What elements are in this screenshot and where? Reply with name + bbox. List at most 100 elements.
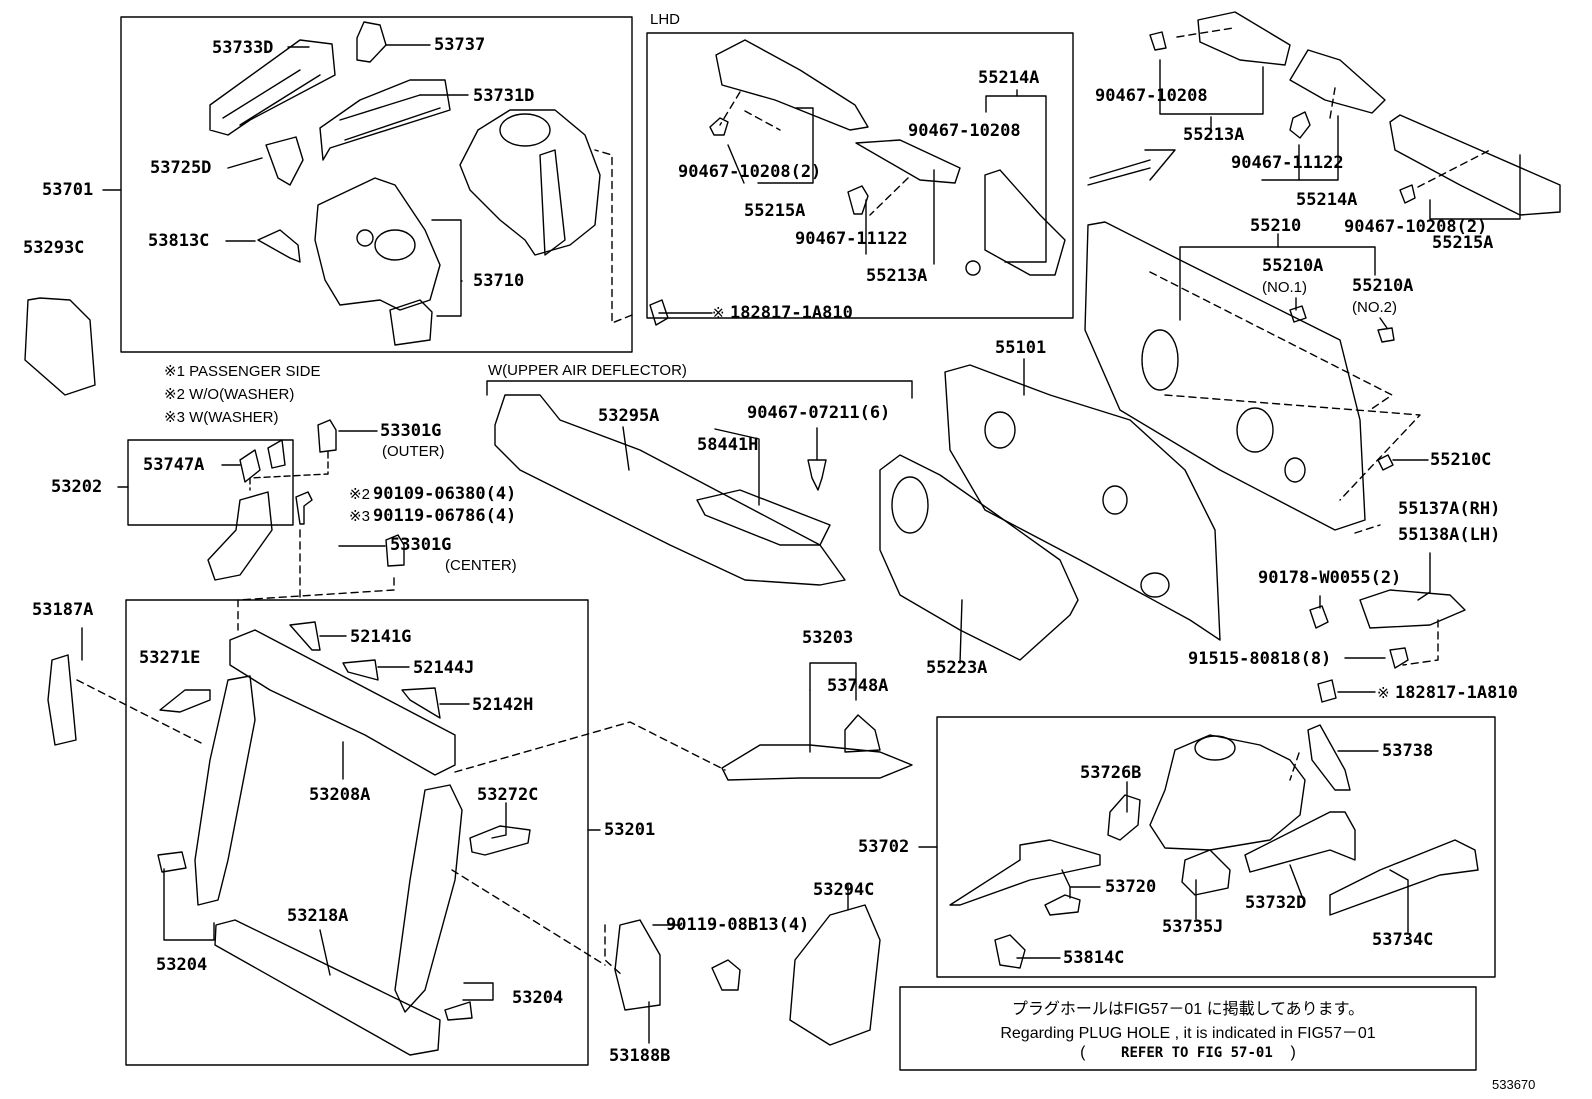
part-53208a xyxy=(229,629,456,776)
part-55223a xyxy=(879,454,1079,661)
note-w-washer: ※3 W(WASHER) xyxy=(164,409,279,426)
label-182817-1a810-mid: 182817-1A810 xyxy=(1395,683,1518,703)
label-53218a: 53218A xyxy=(287,906,349,926)
refer-close-paren: ) xyxy=(1290,1044,1296,1061)
label-53188b: 53188B xyxy=(609,1046,671,1066)
label-52141g: 52141G xyxy=(350,627,412,647)
label-55138a: 55138A(LH) xyxy=(1398,525,1501,545)
label-53204-b: 53204 xyxy=(512,988,564,1008)
label-55210a-no2: 55210A xyxy=(1352,276,1414,296)
part-55101 xyxy=(944,364,1221,641)
plug-hole-note-jp: プラグホールはFIG57－01 に掲載してあります。 xyxy=(1011,1001,1365,1018)
part-nut-90178 xyxy=(1309,605,1329,629)
part-53201-support xyxy=(194,675,256,906)
label-53813c: 53813C xyxy=(148,231,210,251)
label-52142h: 52142H xyxy=(472,695,534,715)
part-53726b xyxy=(1107,794,1141,841)
label-53734c: 53734C xyxy=(1372,930,1434,950)
part-53748a xyxy=(844,714,881,753)
label-90109-06380: 90109-06380(4) xyxy=(373,484,517,504)
part-clip-r-a xyxy=(1149,31,1167,51)
part-clip-r-c xyxy=(1399,184,1416,204)
note-no2: (NO.2) xyxy=(1352,299,1397,316)
part-55210a-no2 xyxy=(1377,327,1395,343)
part-58441h xyxy=(696,489,831,546)
part-bolt-90119 xyxy=(711,959,741,991)
part-53293c xyxy=(24,297,96,396)
label-53814c: 53814C xyxy=(1063,948,1125,968)
label-52144j: 52144J xyxy=(413,658,475,678)
label-53271e: 53271E xyxy=(139,648,201,668)
note-wo-washer: ※2 W/O(WASHER) xyxy=(164,386,295,403)
part-53218a xyxy=(214,919,441,1056)
part-52141g xyxy=(289,621,321,651)
part-53294c xyxy=(789,904,881,1046)
part-53271e xyxy=(159,689,211,713)
part-52142h xyxy=(401,687,441,719)
label-53293c: 53293C xyxy=(23,238,85,258)
part-grommet-mid xyxy=(1317,679,1337,703)
label-53747a: 53747A xyxy=(143,455,205,475)
part-53725d xyxy=(265,136,304,186)
part-55210 xyxy=(1084,221,1366,531)
label-55101: 55101 xyxy=(995,338,1047,358)
deflector-bracket xyxy=(486,380,913,399)
label-53726b: 53726B xyxy=(1080,763,1142,783)
note-upper-air-deflector: W(UPPER AIR DEFLECTOR) xyxy=(488,362,687,379)
part-shapes xyxy=(24,11,1561,1056)
part-53733d xyxy=(209,39,336,136)
label-55210c: 55210C xyxy=(1430,450,1492,470)
part-55214a-r xyxy=(1289,49,1386,114)
group-box-53202 xyxy=(127,439,294,526)
label-90119-06786: 90119-06786(4) xyxy=(373,506,517,526)
part-55210c xyxy=(1377,454,1394,471)
group-box-53701 xyxy=(120,16,633,353)
label-90467-10208-2-lhd: 90467-10208(2) xyxy=(678,162,822,182)
group-box-lhd xyxy=(646,32,1074,319)
part-53272c xyxy=(469,825,531,856)
mark-asterisk-mid: ※ xyxy=(1377,685,1390,702)
part-55213a-lhd xyxy=(855,139,961,184)
part-53720 xyxy=(949,839,1101,906)
part-53203 xyxy=(721,744,913,781)
part-53301g-center xyxy=(385,534,405,567)
mark-asterisk-top: ※ xyxy=(712,305,725,322)
group-box-53201 xyxy=(125,599,589,1066)
direction-arrow xyxy=(1089,149,1176,181)
part-55214a-lhd xyxy=(984,169,1066,276)
part-53732d xyxy=(1244,811,1356,873)
part-53301g-outer xyxy=(317,419,337,453)
label-55223a: 55223A xyxy=(926,658,988,678)
note-outer: (OUTER) xyxy=(382,443,445,460)
label-58441h: 58441H xyxy=(697,435,759,455)
label-55137a: 55137A(RH) xyxy=(1398,499,1501,519)
leader-lines xyxy=(81,44,1521,1044)
label-55210: 55210 xyxy=(1250,216,1302,236)
label-53301g-center: 53301G xyxy=(390,535,452,555)
label-182817-1a810-top: 182817-1A810 xyxy=(730,303,853,323)
label-53208a: 53208A xyxy=(309,785,371,805)
part-clip-r-b xyxy=(1289,111,1311,139)
plug-hole-refer: ( REFER TO FIG 57-01 ) xyxy=(908,1044,1468,1062)
label-55213a-r: 55213A xyxy=(1183,125,1245,145)
label-53201: 53201 xyxy=(604,820,656,840)
label-55213a-lhd: 55213A xyxy=(866,266,928,286)
label-91515-80818: 91515-80818(8) xyxy=(1188,649,1332,669)
part-53201-post xyxy=(394,784,463,1013)
label-53725d: 53725D xyxy=(150,158,212,178)
part-bolt-90109 xyxy=(295,491,313,525)
label-53748a: 53748A xyxy=(827,676,889,696)
label-90119-08b13: 90119-08B13(4) xyxy=(666,915,810,935)
part-52144j xyxy=(342,659,379,681)
part-grommet-top xyxy=(649,299,669,326)
label-53733d: 53733D xyxy=(212,38,274,58)
label-55215a-lhd: 55215A xyxy=(744,201,806,221)
label-53720: 53720 xyxy=(1105,877,1157,897)
label-90467-10208-2-r: 90467-10208(2) xyxy=(1344,217,1488,237)
part-apron-lh xyxy=(459,109,601,256)
label-53203: 53203 xyxy=(802,628,854,648)
part-53295a xyxy=(494,394,846,586)
label-53737: 53737 xyxy=(434,35,486,55)
part-53710 xyxy=(314,177,441,311)
